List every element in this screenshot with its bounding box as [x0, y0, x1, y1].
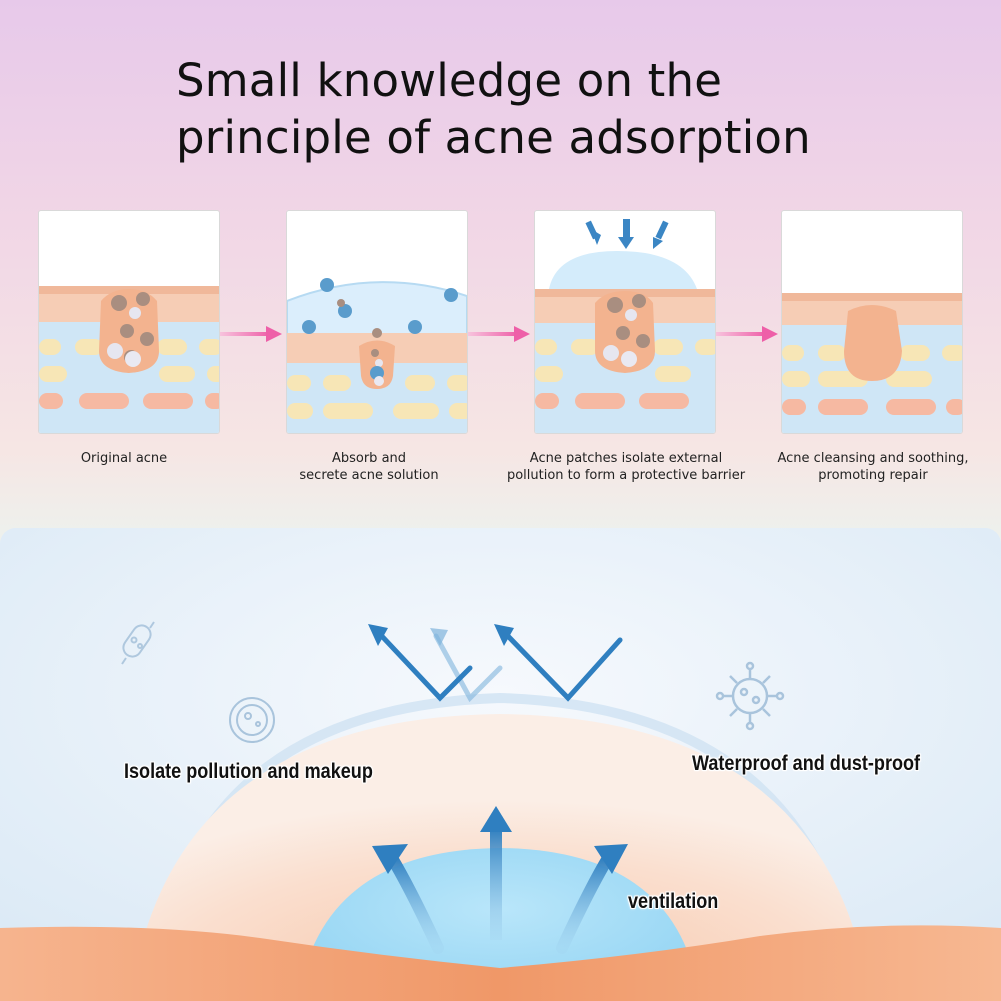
title-line-2: principle of acne adsorption	[176, 111, 811, 164]
barrier-illustration	[535, 219, 715, 433]
step-caption-line: Acne patches isolate external	[529, 451, 723, 466]
pink-arrow-right-icon	[220, 326, 282, 342]
deflect-arrows-icon	[375, 629, 623, 703]
ventilation-arrows-icon	[372, 806, 628, 954]
step-caption-original: Original acne	[4, 450, 244, 467]
pink-arrow-right-icon	[716, 326, 778, 342]
step-caption-absorb: Absorb and secrete acne solution	[249, 450, 489, 484]
step-caption-line: Original acne	[80, 451, 168, 466]
pink-arrow-right-icon	[468, 326, 530, 342]
page-title: Small knowledge on the principle of acne…	[176, 52, 896, 166]
title-line-1: Small knowledge on the	[176, 54, 723, 107]
cell-icon	[229, 697, 275, 743]
ventilation-label: ventilation	[628, 890, 719, 913]
barrier-diagram: Isolate pollution and makeup Waterproof …	[0, 528, 1001, 1001]
step-caption-line: promoting repair	[818, 468, 928, 483]
step-panel-absorb	[286, 210, 468, 434]
virus-icon	[715, 661, 785, 731]
step-panel-repair	[781, 210, 963, 434]
step-caption-line: pollution to form a protective barrier	[506, 468, 746, 483]
step-panel-original	[38, 210, 220, 434]
isolate-pollution-label: Isolate pollution and makeup	[124, 760, 373, 783]
waterproof-label: Waterproof and dust-proof	[692, 752, 921, 775]
step-caption-line: secrete acne solution	[299, 468, 439, 483]
step-caption-repair: Acne cleansing and soothing, promoting r…	[753, 450, 993, 484]
repair-illustration	[782, 293, 962, 433]
bacteria-icon	[121, 621, 155, 665]
step-caption-barrier: Acne patches isolate external pollution …	[506, 450, 746, 484]
barrier-diagram-illustration	[0, 528, 1001, 1001]
original-acne-illustration	[39, 286, 219, 433]
step-caption-line: Absorb and	[331, 451, 407, 466]
step-panel-barrier	[534, 210, 716, 434]
step-caption-line: Acne cleansing and soothing,	[777, 451, 969, 466]
absorb-illustration	[287, 278, 467, 433]
